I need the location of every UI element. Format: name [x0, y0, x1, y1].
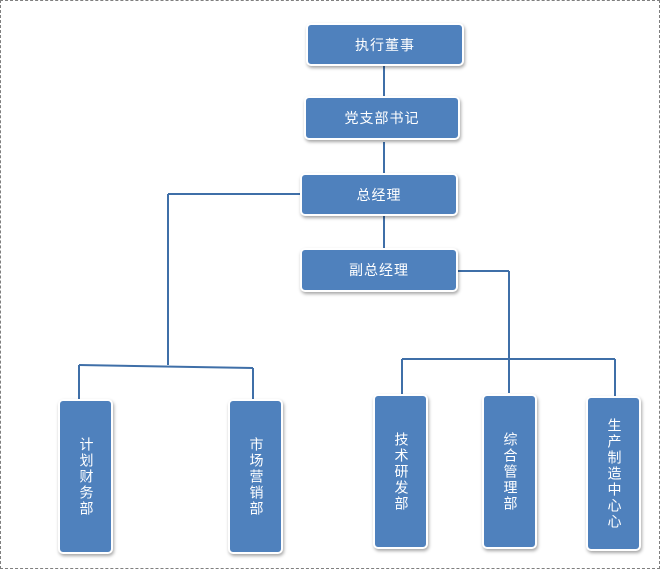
node-tech-rnd: 技术研发部 — [373, 394, 428, 549]
node-manufacturing-center: 生产制造中心心 — [586, 396, 641, 551]
node-planning-finance: 计划财务部 — [58, 399, 113, 554]
node-label: 计划财务部 — [77, 436, 94, 517]
node-label: 生产制造中心心 — [605, 417, 622, 530]
node-label: 技术研发部 — [392, 431, 409, 512]
node-label: 执行董事 — [355, 37, 415, 54]
node-party-secretary: 党支部书记 — [304, 96, 460, 140]
node-label: 总经理 — [356, 187, 402, 204]
node-general-management: 综合管理部 — [482, 394, 537, 549]
node-deputy-general-manager: 副总经理 — [300, 248, 458, 292]
node-label: 综合管理部 — [501, 431, 518, 512]
node-label: 市场营销部 — [247, 436, 264, 517]
node-label: 党支部书记 — [344, 111, 420, 127]
connector-left-bus — [78, 364, 254, 369]
node-executive-director: 执行董事 — [306, 23, 464, 66]
node-general-manager: 总经理 — [300, 173, 458, 216]
node-label: 副总经理 — [349, 263, 409, 279]
node-marketing: 市场营销部 — [228, 399, 283, 554]
